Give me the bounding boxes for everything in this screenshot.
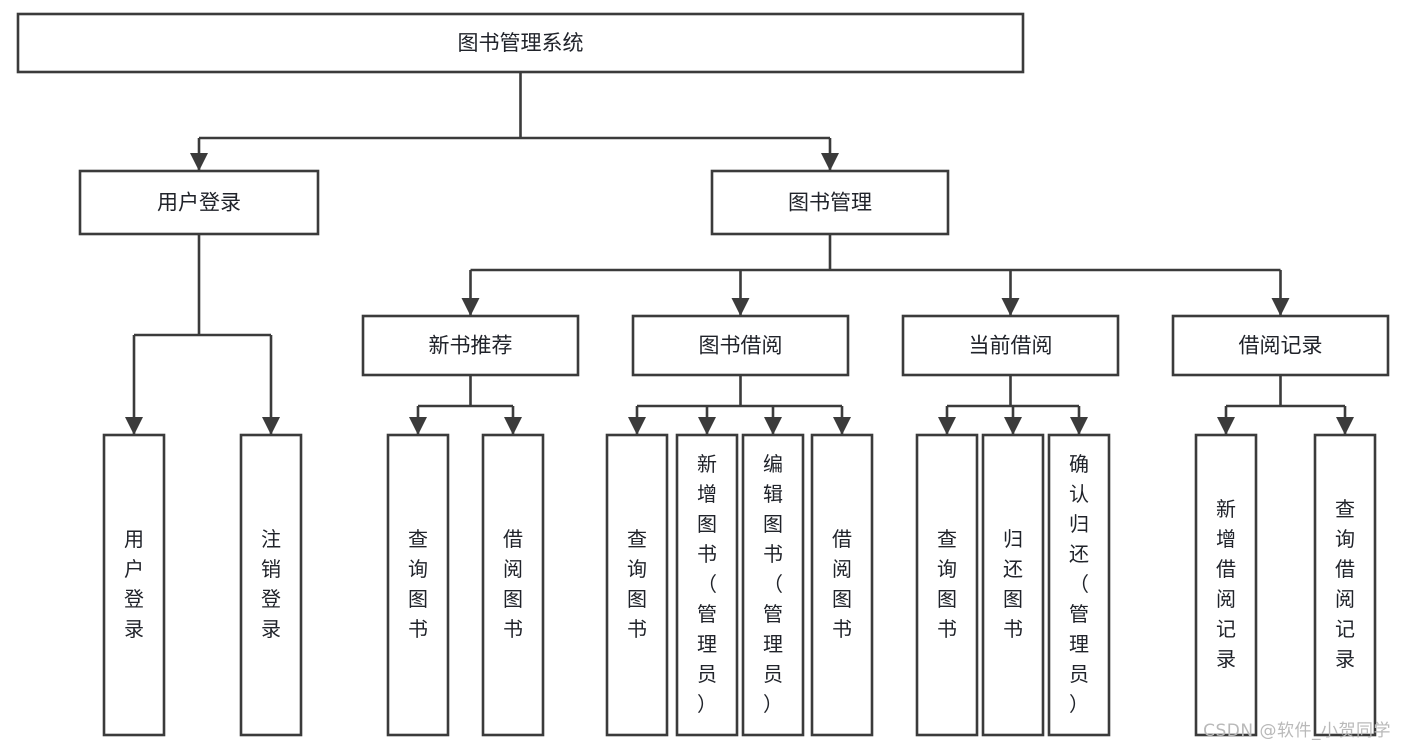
node-label: 用户登录 xyxy=(157,191,241,215)
node-box xyxy=(810,433,874,737)
node-box xyxy=(1171,314,1390,377)
node-leaf-add-record[interactable]: 新增借阅记录 xyxy=(1194,433,1258,737)
node-box xyxy=(741,433,805,737)
node-box xyxy=(710,169,950,236)
node-layer: 图书管理系统用户登录图书管理新书推荐图书借阅当前借阅借阅记录用户登录注销登录查询… xyxy=(16,12,1390,737)
node-leaf-confirm-return[interactable]: 确认归还（管理员） xyxy=(1047,433,1111,737)
node-label: 图书管理 xyxy=(788,191,872,215)
node-leaf-add-book[interactable]: 新增图书（管理员） xyxy=(675,433,739,737)
node-current-borrow[interactable]: 当前借阅 xyxy=(901,314,1120,377)
node-box xyxy=(1047,433,1111,737)
arrow-head-icon xyxy=(1336,417,1354,435)
node-box xyxy=(605,433,669,737)
arrow-head-icon xyxy=(125,417,143,435)
node-box xyxy=(239,433,303,737)
arrow-head-icon xyxy=(504,417,522,435)
node-box xyxy=(386,433,450,737)
node-box xyxy=(78,169,320,236)
node-label: 归还图书 xyxy=(1003,527,1023,641)
node-leaf-user-logout[interactable]: 注销登录 xyxy=(239,433,303,737)
node-label: 图书借阅 xyxy=(699,334,783,358)
node-box xyxy=(631,314,850,377)
node-root[interactable]: 图书管理系统 xyxy=(16,12,1025,74)
arrow-head-icon xyxy=(731,298,750,316)
arrow-head-icon xyxy=(628,417,646,435)
arrow-head-icon xyxy=(764,417,782,435)
node-box xyxy=(16,12,1025,74)
node-label: 查询借阅记录 xyxy=(1335,497,1355,671)
node-leaf-user-login[interactable]: 用户登录 xyxy=(102,433,166,737)
node-label: 图书管理系统 xyxy=(458,31,584,55)
arrow-head-icon xyxy=(698,417,716,435)
node-box xyxy=(981,433,1045,737)
node-label: 查询图书 xyxy=(408,527,428,641)
node-leaf-query-book-3[interactable]: 查询图书 xyxy=(915,433,979,737)
arrow-head-icon xyxy=(1217,417,1235,435)
arrow-head-icon xyxy=(461,298,480,316)
node-user-login[interactable]: 用户登录 xyxy=(78,169,320,236)
node-label: 用户登录 xyxy=(124,527,144,641)
node-label: 借阅记录 xyxy=(1239,334,1323,358)
node-label: 借阅图书 xyxy=(503,527,523,641)
arrow-head-icon xyxy=(1004,417,1022,435)
node-box xyxy=(1313,433,1377,737)
arrow-head-icon xyxy=(821,153,839,171)
arrow-head-icon xyxy=(938,417,956,435)
node-label: 当前借阅 xyxy=(969,334,1053,358)
node-label: 新增图书（管理员） xyxy=(697,452,717,716)
arrow-head-icon xyxy=(409,417,427,435)
node-box xyxy=(361,314,580,377)
node-box xyxy=(675,433,739,737)
node-leaf-query-record[interactable]: 查询借阅记录 xyxy=(1313,433,1377,737)
node-box xyxy=(1194,433,1258,737)
node-borrow-record[interactable]: 借阅记录 xyxy=(1171,314,1390,377)
node-label: 新增借阅记录 xyxy=(1216,497,1236,671)
arrow-head-icon xyxy=(1070,417,1088,435)
arrow-head-icon xyxy=(190,153,208,171)
node-new-book-recommend[interactable]: 新书推荐 xyxy=(361,314,580,377)
node-leaf-edit-book[interactable]: 编辑图书（管理员） xyxy=(741,433,805,737)
node-leaf-return-book[interactable]: 归还图书 xyxy=(981,433,1045,737)
node-book-borrow[interactable]: 图书借阅 xyxy=(631,314,850,377)
node-leaf-query-book-1[interactable]: 查询图书 xyxy=(386,433,450,737)
node-label: 借阅图书 xyxy=(832,527,852,641)
arrow-head-icon xyxy=(1001,298,1020,316)
node-label: 查询图书 xyxy=(937,527,957,641)
node-box xyxy=(481,433,545,737)
node-leaf-borrow-book-2[interactable]: 借阅图书 xyxy=(810,433,874,737)
connector-layer xyxy=(125,72,1354,435)
node-box xyxy=(901,314,1120,377)
node-leaf-query-book-2[interactable]: 查询图书 xyxy=(605,433,669,737)
arrow-head-icon xyxy=(833,417,851,435)
node-label: 新书推荐 xyxy=(429,334,513,358)
arrow-head-icon xyxy=(262,417,280,435)
node-leaf-borrow-book-1[interactable]: 借阅图书 xyxy=(481,433,545,737)
node-box xyxy=(102,433,166,737)
node-book-manage[interactable]: 图书管理 xyxy=(710,169,950,236)
node-label: 注销登录 xyxy=(261,527,281,641)
node-label: 编辑图书（管理员） xyxy=(763,452,783,716)
node-label: 确认归还（管理员） xyxy=(1069,452,1089,716)
node-label: 查询图书 xyxy=(627,527,647,641)
node-box xyxy=(915,433,979,737)
arrow-head-icon xyxy=(1271,298,1290,316)
